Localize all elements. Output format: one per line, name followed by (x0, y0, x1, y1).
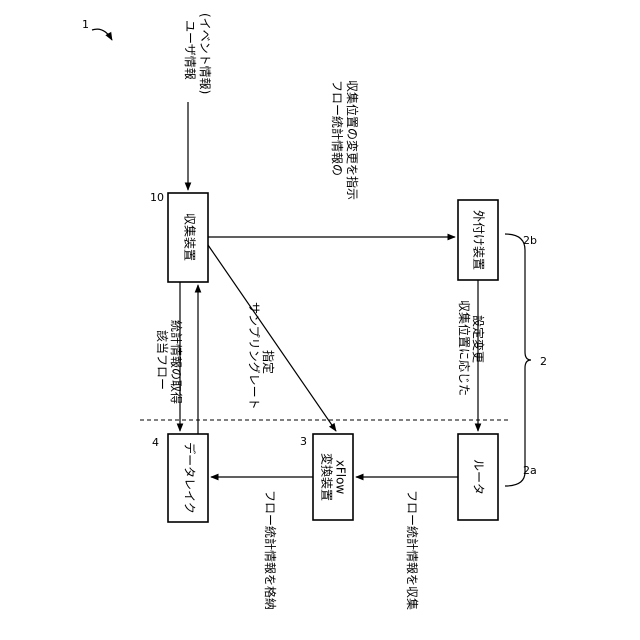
datalake-node: データレイク (168, 434, 208, 522)
xflow-ref: 3 (300, 435, 307, 448)
attach-device-label: 外付け装置 (472, 210, 486, 270)
collect-stats-label: フロー統計情報を収集 (405, 490, 420, 610)
instruction-label-line1: フロー統計情報の (330, 80, 345, 176)
collector-ref: 10 (150, 191, 164, 204)
config-change-label-line1: 収集位置に応じた (457, 300, 472, 396)
instruction-label-line2: 収集位置の変更を指示 (345, 80, 360, 200)
user-info-label-line2: (イベント情報) (198, 13, 212, 94)
figure-ref-label: 1 (82, 18, 89, 31)
collector-node: 収集装置 (168, 193, 208, 282)
datalake-ref: 4 (152, 436, 159, 449)
acquire-label-line2: 統計情報の取得 (169, 320, 184, 404)
attach-device-node: 外付け装置 (458, 200, 498, 280)
group-bracket (505, 234, 531, 486)
xflow-label-line2: 変換装置 (320, 453, 335, 501)
config-change-label-line2: 設定変更 (471, 315, 486, 363)
datalake-label: データレイク (183, 442, 198, 514)
acquire-label-line1: 該当フロー (155, 330, 170, 390)
user-info-label-line1: ユーザ情報 (183, 20, 197, 80)
store-stats-label: フロー統計情報を格納 (263, 490, 278, 610)
router-label: ルータ (472, 459, 486, 495)
attach-device-ref: 2b (523, 234, 537, 247)
router-node: ルータ (458, 434, 498, 520)
sampling-rate-label-line1: サンプリングレート (247, 302, 261, 410)
figure-ref-pointer (92, 29, 112, 40)
xflow-node: xFlow 変換装置 (313, 434, 353, 520)
collector-label: 収集装置 (183, 213, 198, 261)
group-ref: 2 (540, 355, 547, 368)
sampling-rate-label-line2: 指定 (261, 350, 276, 374)
arrow-collector-to-xflow (208, 245, 336, 431)
xflow-label-line1: xFlow (334, 460, 348, 495)
